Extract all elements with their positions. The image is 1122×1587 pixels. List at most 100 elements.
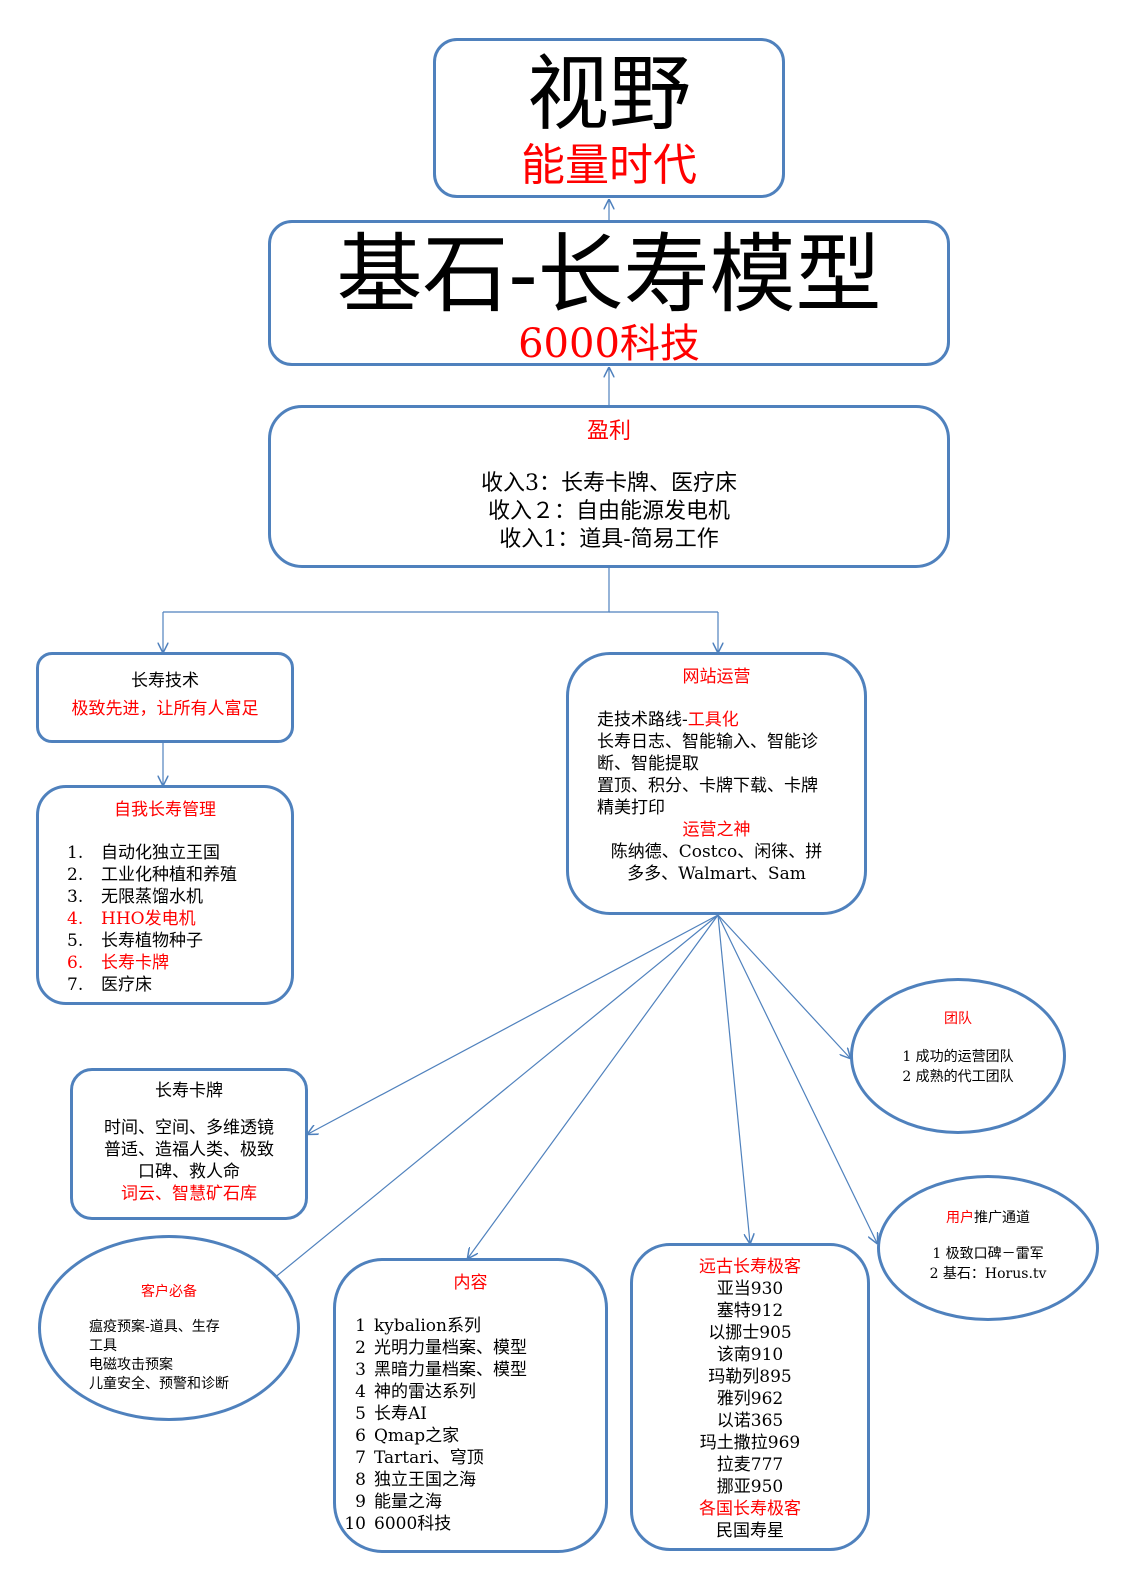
- promo-title: 用户推广通道: [880, 1208, 1096, 1228]
- profit-box: 盈利 收入3：长寿卡牌、医疗床 收入２：自由能源发电机 收入1：道具-简易工作: [268, 405, 950, 568]
- customer-line-1: 瘟疫预案-道具、生存: [89, 1319, 220, 1335]
- content-item-text: 长寿AI: [374, 1404, 427, 1424]
- promo-title-rest: 推广通道: [974, 1210, 1030, 1226]
- content-item: 2 光明力量档案、模型: [336, 1337, 605, 1359]
- ancient-name: 挪亚950: [716, 1477, 784, 1497]
- self-mgmt-item-number: 2.: [67, 865, 84, 885]
- foundation-title: 基石-长寿模型: [336, 225, 882, 325]
- self-mgmt-item-number: 5.: [67, 931, 84, 951]
- cards-highlight: 词云、智慧矿石库: [121, 1184, 257, 1204]
- arrow-ops-to-content: [468, 914, 719, 1258]
- content-item-number: 8: [355, 1470, 366, 1490]
- ancient-title: 远古长寿极客: [699, 1257, 801, 1277]
- vision-subtitle: 能量时代: [521, 140, 697, 191]
- arrow-ops-to-team: [717, 914, 850, 1058]
- content-item: 3 黑暗力量档案、模型: [336, 1359, 605, 1381]
- self-mgmt-item: 5. 长寿植物种子: [67, 930, 291, 952]
- self-mgmt-item: 7.医疗床: [67, 974, 291, 996]
- ancient-name: 雅列962: [716, 1389, 784, 1409]
- profit-title: 盈利: [586, 419, 631, 444]
- profit-line-2: 收入２：自由能源发电机: [487, 499, 730, 524]
- self-mgmt-item: 4.HHO发电机: [67, 908, 291, 930]
- content-item-text: 独立王国之海: [374, 1470, 476, 1490]
- web-ops-line-3: 置顶、积分、卡牌下载、卡牌: [597, 776, 818, 796]
- profit-line-3: 收入3：长寿卡牌、医疗床: [481, 471, 737, 496]
- arrow-ops-to-ancient: [717, 914, 750, 1243]
- cards-box: 长寿卡牌 时间、空间、多维透镜 普适、造福人类、极致 口碑、救人命 词云、智慧矿…: [70, 1068, 308, 1220]
- nations-item: 民国寿星: [716, 1521, 784, 1541]
- tech-title: 长寿技术: [131, 671, 199, 691]
- promo-item-2: 2 基石：Horus.tv: [929, 1266, 1047, 1282]
- web-ops-route-highlight: 工具化: [687, 710, 739, 730]
- web-ops-title: 网站运营: [682, 667, 751, 687]
- self-mgmt-item-text: 无限蒸馏水机: [101, 887, 203, 907]
- web-ops-god-line-1: 陈纳德、Costco、闲徕、拼: [610, 842, 823, 862]
- content-item-text: 光明力量档案、模型: [374, 1338, 527, 1358]
- ancient-name: 以诺365: [716, 1411, 784, 1431]
- content-item: 8 独立王国之海: [336, 1469, 605, 1491]
- web-ops-box: 网站运营 走技术路线-工具化 长寿日志、智能输入、智能诊 断、智能提取 置顶、积…: [566, 652, 867, 915]
- ancient-name: 该南910: [716, 1345, 784, 1365]
- self-mgmt-item: 3. 无限蒸馏水机: [67, 886, 291, 908]
- self-mgmt-item-text: HHO发电机: [101, 909, 196, 929]
- content-item-number: 7: [355, 1448, 366, 1468]
- self-mgmt-item-text: 长寿卡牌: [101, 953, 169, 973]
- cards-line-3: 口碑、救人命: [138, 1162, 240, 1182]
- branch-profit-to-tech-and-ops: [163, 568, 610, 613]
- web-ops-route-prefix: 走技术路线-: [597, 710, 688, 730]
- customer-line-4: 儿童安全、预警和诊断: [89, 1376, 229, 1392]
- content-title: 内容: [453, 1273, 488, 1293]
- content-item-number: 3: [355, 1360, 366, 1380]
- team-oval: 团队 1 成功的运营团队 2 成熟的代工团队: [850, 978, 1066, 1134]
- content-item-number: 4: [355, 1382, 366, 1402]
- self-mgmt-item-number: 3.: [67, 887, 84, 907]
- web-ops-god-title: 运营之神: [682, 820, 751, 840]
- web-ops-route: 走技术路线-工具化: [597, 709, 864, 731]
- cards-line-2: 普适、造福人类、极致: [104, 1140, 274, 1160]
- foundation-subtitle: 6000科技: [518, 321, 700, 367]
- content-item: 6 Qmap之家: [336, 1425, 605, 1447]
- self-mgmt-item: 1.自动化独立王国: [67, 842, 291, 864]
- self-mgmt-item-text: 医疗床: [101, 975, 152, 995]
- content-item-text: kybalion系列: [374, 1316, 481, 1336]
- arrow-ops-to-customer: [262, 914, 719, 1288]
- customer-line-2: 工具: [89, 1338, 117, 1354]
- content-item-text: 黑暗力量档案、模型: [374, 1360, 527, 1380]
- content-item-number: 2: [355, 1338, 366, 1358]
- team-title: 团队: [944, 1011, 972, 1027]
- ancient-name: 拉麦777: [716, 1455, 784, 1475]
- promo-item-1: 1 极致口碑－雷军: [932, 1246, 1044, 1262]
- web-ops-god-line-2: 多多、Walmart、Sam: [627, 864, 806, 884]
- ancient-name: 亚当930: [716, 1279, 784, 1299]
- self-mgmt-item-text: 长寿植物种子: [101, 931, 203, 951]
- tech-box: 长寿技术 极致先进，让所有人富足: [36, 652, 294, 743]
- content-item-text: 能量之海: [374, 1492, 442, 1512]
- vision-title: 视野: [526, 47, 691, 142]
- ancient-name: 玛土撒拉969: [699, 1433, 801, 1453]
- content-item-text: Qmap之家: [374, 1426, 460, 1446]
- content-item-number: 9: [355, 1492, 366, 1512]
- arrow-ops-to-cards: [308, 914, 719, 1134]
- vision-box: 视野 能量时代: [433, 38, 785, 198]
- content-item-number: 6: [355, 1426, 366, 1446]
- team-item-1: 1 成功的运营团队: [902, 1049, 1014, 1065]
- content-item: 9 能量之海: [336, 1491, 605, 1513]
- ancient-name: 塞特912: [716, 1301, 784, 1321]
- content-item-text: 6000科技: [374, 1514, 452, 1534]
- ancient-name: 以挪士905: [708, 1323, 792, 1343]
- self-mgmt-item-number: 1.: [67, 843, 84, 863]
- promo-oval: 用户推广通道 1 极致口碑－雷军 2 基石：Horus.tv: [877, 1175, 1099, 1321]
- cards-line-1: 时间、空间、多维透镜: [104, 1118, 274, 1138]
- web-ops-line-2: 断、智能提取: [597, 754, 699, 774]
